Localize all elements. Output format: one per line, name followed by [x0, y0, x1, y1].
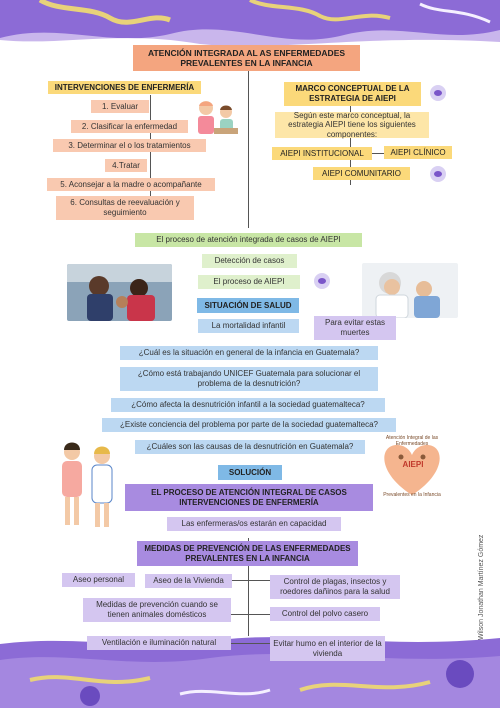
dust-control-box: Control del polvo casero [270, 607, 380, 621]
eye-icon[interactable] [430, 85, 446, 101]
connector-line [248, 538, 249, 636]
prevention-heading: MEDIDAS DE PREVENCIÓN DE LAS ENFERMEDADE… [137, 541, 358, 566]
connector-line [230, 614, 270, 615]
personal-hygiene-box: Aseo personal [62, 573, 135, 587]
framework-description: Según este marco conceptual, la estrateg… [275, 111, 429, 139]
doctor-child-photo [362, 263, 458, 318]
connector-line [230, 643, 270, 644]
bottom-marble-decoration [0, 630, 500, 708]
connector-line [230, 580, 270, 581]
author-credit: Wilson Jonathan Martínez Gómez [478, 534, 485, 640]
nurse-illustration [192, 98, 242, 140]
health-heading: SITUACIÓN DE SALUD [197, 298, 299, 313]
aiepi-institucional-box: AIEPI INSTITUCIONAL [272, 147, 372, 160]
connector-line [350, 105, 351, 185]
avoid-smoke-box: Evitar humo en el interior de la viviend… [270, 636, 385, 661]
page-title: ATENCIÓN INTEGRADA AL AS ENFERMEDADES PR… [133, 45, 360, 71]
intervention-item: 2. Clasificar la enfermedad [71, 120, 188, 133]
eye-icon[interactable] [314, 273, 330, 289]
logo-center-text: AIEPI [402, 460, 424, 470]
intervention-item: 4.Tratar [105, 159, 147, 172]
pest-control-box: Control de plagas, insectos y roedores d… [270, 575, 400, 599]
detection-box: Detección de casos [202, 254, 297, 268]
solution-process-box: EL PROCESO DE ATENCIÓN INTEGRAL DE CASOS… [125, 484, 373, 511]
question-box: ¿Cómo afecta la desnutrición infantil a … [111, 398, 385, 412]
nurses-illustration [52, 440, 122, 530]
intervention-item: 6. Consultas de reevaluación y seguimien… [56, 196, 194, 220]
top-marble-decoration [0, 0, 500, 48]
ventilation-box: Ventilación e iluminación natural [87, 636, 231, 650]
framework-heading: MARCO CONCEPTUAL DE LA ESTRATEGIA DE AIE… [284, 82, 421, 106]
intervention-item: 1. Evaluar [91, 100, 149, 113]
eye-icon[interactable] [430, 166, 446, 182]
solution-heading: SOLUCIÓN [218, 465, 282, 480]
avoid-deaths-box: Para evitar estas muertes [314, 316, 396, 340]
intervention-item: 3. Determinar el o los tratamientos [53, 139, 206, 152]
mortality-box: La mortalidad infantil [198, 319, 299, 333]
logo-arc-top-text: Atención Integral de las Enfermedades [385, 435, 439, 447]
connector-line [150, 95, 151, 215]
intervention-item: 5. Aconsejar a la madre o acompañante [47, 178, 215, 191]
logo-arc-bottom-text: Prevalentes en la Infancia [383, 492, 441, 498]
housing-hygiene-box: Aseo de la Vivienda [145, 574, 232, 588]
aiepi-comunitario-box: AIEPI COMUNITARIO [313, 167, 410, 180]
question-box: ¿Existe conciencia del problema por part… [102, 418, 396, 432]
interventions-heading: INTERVENCIONES DE ENFERMERÍA [48, 81, 201, 94]
question-box: ¿Cuál es la situación en general de la i… [120, 346, 378, 360]
connector-line [372, 153, 384, 154]
mother-child-photo [67, 264, 172, 321]
aiepi-logo [367, 433, 457, 503]
capacity-box: Las enfermeras/os estarán en capacidad [167, 517, 341, 531]
pets-prevention-box: Medidas de prevención cuando se tienen a… [83, 598, 231, 622]
connector-line [248, 70, 249, 228]
question-box: ¿Cómo está trabajando UNICEF Guatemala p… [120, 367, 378, 391]
process-aiepi-box: El proceso de AIEPI [198, 275, 300, 289]
process-main-box: El proceso de atención integrada de caso… [135, 233, 362, 247]
aiepi-clinico-box: AIEPI CLÍNICO [384, 146, 452, 159]
question-box: ¿Cuáles son las causas de la desnutrició… [135, 440, 365, 454]
